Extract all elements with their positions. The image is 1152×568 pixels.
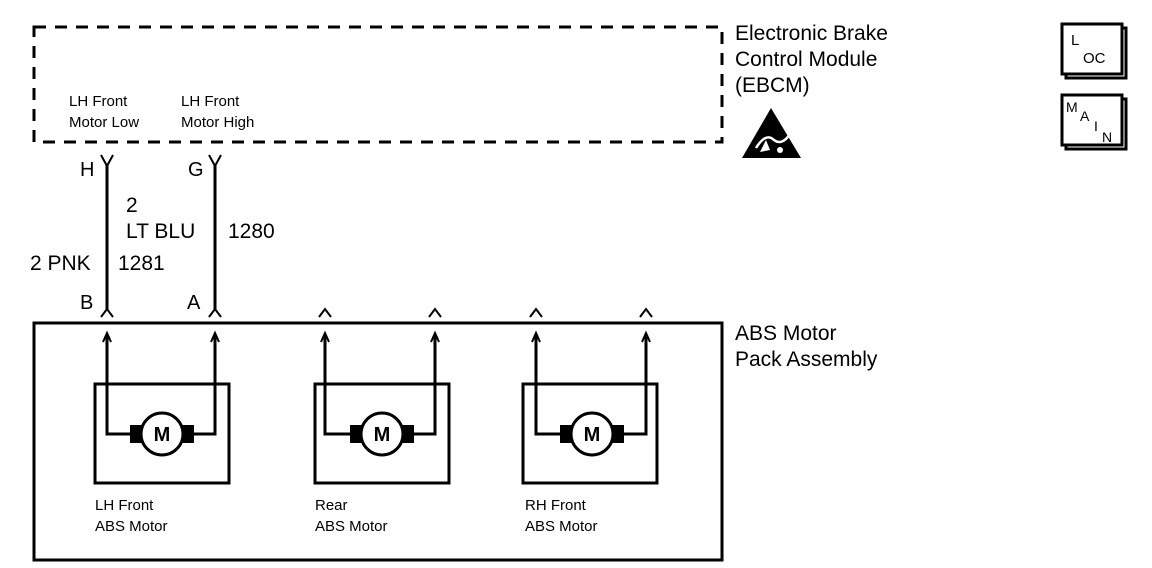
svg-text:M: M	[1066, 99, 1078, 115]
ebcm-title-line1: Electronic Brake	[735, 22, 888, 45]
motor-rear-label-1: Rear	[315, 497, 348, 514]
svg-text:OC: OC	[1083, 50, 1106, 67]
esd-warning-icon	[742, 108, 801, 158]
wire-right-size: 2	[126, 194, 138, 217]
motor-pack-pin-b: B	[80, 292, 93, 314]
motor-rh-front: M	[521, 330, 659, 485]
wire-right-circuit: 1280	[228, 220, 275, 243]
motor-rear-symbol: M	[374, 424, 391, 446]
ebcm-pin-g: G	[188, 159, 204, 181]
ebcm-dashed-box	[32, 25, 724, 144]
ebcm-label-lh-front-high-2: Motor High	[181, 114, 254, 131]
motor-pack-box	[32, 321, 724, 562]
main-icon[interactable]: M A I N	[1060, 93, 1128, 151]
motor-rear: M	[313, 330, 451, 485]
motor-pack-pin-a: A	[187, 292, 201, 314]
loc-icon[interactable]: L OC	[1060, 22, 1128, 80]
ebcm-title-line3: (EBCM)	[735, 74, 810, 97]
ebcm-title-line2: Control Module	[735, 48, 877, 71]
motor-lh-front-symbol: M	[154, 424, 171, 446]
wire-left-size-color: 2 PNK	[30, 252, 91, 275]
motor-rh-front-label-1: RH Front	[525, 497, 587, 514]
ebcm-label-lh-front-low-2: Motor Low	[69, 114, 139, 131]
motor-rh-front-label-2: ABS Motor	[525, 518, 598, 535]
motor-lh-front-label-2: ABS Motor	[95, 518, 168, 535]
motor-pack-connectors	[100, 307, 653, 318]
ebcm-label-lh-front-high-1: LH Front	[181, 93, 240, 110]
svg-text:I: I	[1094, 118, 1098, 134]
ebcm-label-lh-front-low-1: LH Front	[69, 93, 128, 110]
svg-text:L: L	[1071, 32, 1079, 49]
motor-pack-title-line2: Pack Assembly	[735, 348, 878, 371]
wire-right-color: LT BLU	[126, 220, 195, 243]
motor-lh-front-label-1: LH Front	[95, 497, 154, 514]
wire-left-circuit: 1281	[118, 252, 165, 275]
svg-text:A: A	[1080, 108, 1090, 124]
motor-rear-label-2: ABS Motor	[315, 518, 388, 535]
motor-lh-front: M	[93, 330, 231, 485]
svg-text:N: N	[1102, 129, 1112, 145]
ebcm-pin-h: H	[80, 159, 94, 181]
motor-pack-title-line1: ABS Motor	[735, 322, 837, 345]
motor-rh-front-symbol: M	[584, 424, 601, 446]
